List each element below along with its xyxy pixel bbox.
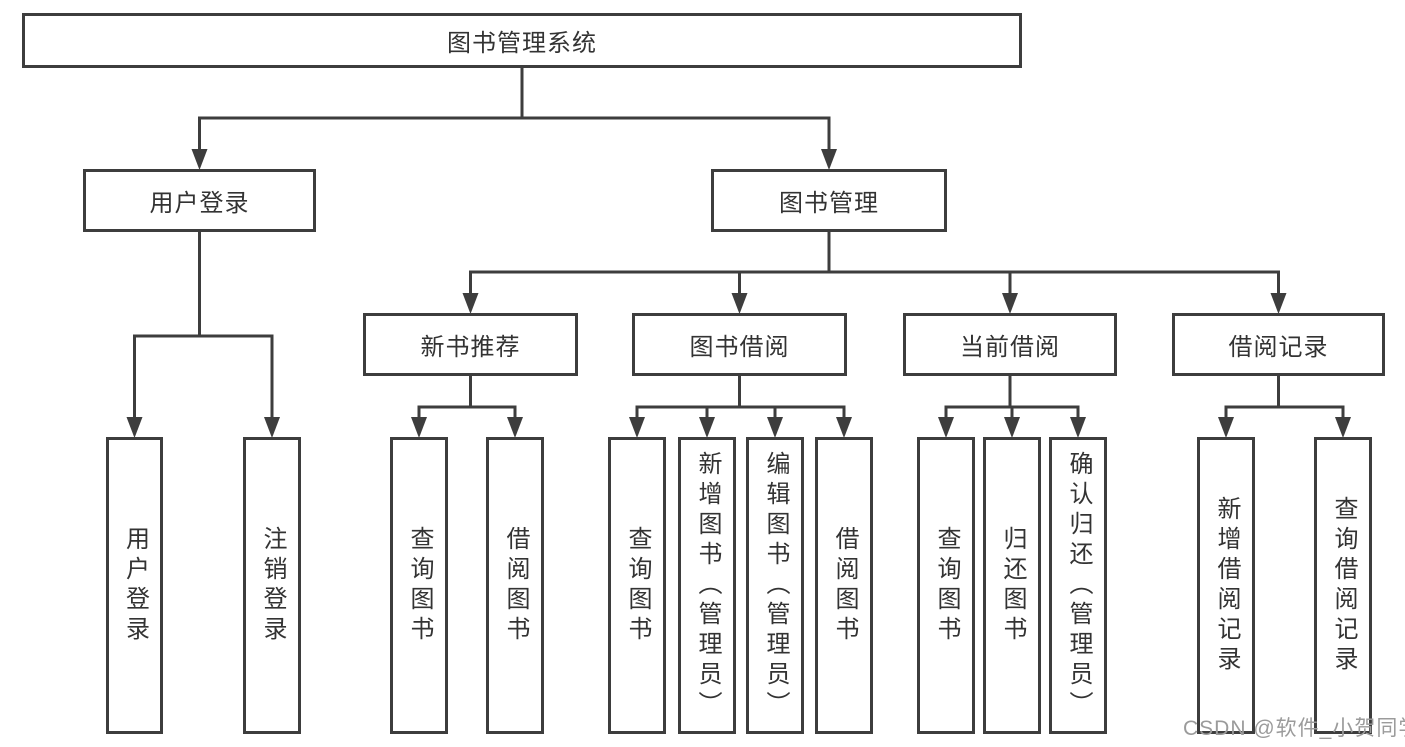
node-label: 用户登录 — [149, 190, 250, 217]
arrowhead-borrow-records — [1270, 293, 1287, 314]
node-label: 图书借阅 — [689, 334, 790, 361]
arrowhead-edit-books-admin — [767, 417, 783, 438]
node-label: 新增图书（管理员） — [694, 450, 721, 721]
diagram-node-logout-leaf: 注销登录 — [243, 437, 301, 734]
diagram-node-book-mgmt: 图书管理 — [711, 169, 947, 232]
node-label: 新书推荐 — [420, 334, 521, 361]
diagram-node-query-books-borrow: 查询图书 — [608, 437, 666, 734]
diagram-node-current-borrow: 当前借阅 — [903, 313, 1117, 376]
connector-borrow-records — [1224, 376, 1345, 421]
connector-new-book-rec — [417, 376, 517, 421]
diagram-node-borrow-records: 借阅记录 — [1172, 313, 1385, 376]
diagram-node-edit-books-admin: 编辑图书（管理员） — [746, 437, 804, 734]
connector-user-login — [133, 232, 274, 421]
diagram-node-confirm-return-admin: 确认归还（管理员） — [1049, 437, 1107, 734]
node-label: 查询借阅记录 — [1330, 495, 1357, 676]
arrowhead-user-login-leaf — [126, 417, 143, 438]
node-label: 归还图书 — [999, 525, 1026, 646]
diagram-node-user-login-leaf: 用户登录 — [106, 437, 163, 734]
node-label: 图书管理系统 — [447, 30, 597, 57]
node-label: 图书管理 — [779, 190, 879, 217]
node-label: 用户登录 — [121, 525, 149, 646]
arrowhead-query-books-current — [938, 417, 954, 438]
arrowhead-book-mgmt — [821, 149, 837, 170]
diagram-node-root: 图书管理系统 — [22, 13, 1022, 68]
connector-book-mgmt — [469, 232, 1280, 297]
diagram-node-borrow-books-borrow: 借阅图书 — [815, 437, 873, 734]
diagram-node-query-books-rec: 查询图书 — [390, 437, 448, 734]
arrowhead-current-borrow — [1002, 293, 1018, 314]
arrowhead-borrow-books-borrow — [836, 417, 852, 438]
arrowhead-add-borrow-record — [1218, 417, 1234, 438]
arrowhead-confirm-return-admin — [1070, 417, 1086, 438]
node-label: 借阅图书 — [831, 525, 858, 646]
arrowhead-query-books-borrow — [629, 417, 645, 438]
node-label: 查询图书 — [624, 525, 651, 646]
connector-root — [198, 68, 831, 153]
diagram-node-add-borrow-record: 新增借阅记录 — [1197, 437, 1255, 734]
diagram-node-borrow-books-rec: 借阅图书 — [486, 437, 544, 734]
diagram-node-query-borrow-record: 查询借阅记录 — [1314, 437, 1372, 734]
arrowhead-query-borrow-record — [1335, 417, 1351, 438]
arrowhead-new-book-rec — [462, 293, 479, 314]
arrowhead-return-books — [1004, 417, 1020, 438]
node-label: 当前借阅 — [960, 334, 1060, 361]
diagram-node-add-books-admin: 新增图书（管理员） — [678, 437, 736, 734]
node-label: 新增借阅记录 — [1213, 495, 1240, 676]
diagram-node-return-books: 归还图书 — [983, 437, 1041, 734]
arrowhead-logout-leaf — [264, 417, 280, 438]
diagram-node-query-books-current: 查询图书 — [917, 437, 975, 734]
arrowhead-borrow-books-rec — [507, 417, 523, 438]
arrowhead-add-books-admin — [699, 417, 715, 438]
node-label: 借阅记录 — [1228, 334, 1329, 361]
node-label: 查询图书 — [933, 525, 960, 646]
diagram-node-book-borrow: 图书借阅 — [632, 313, 847, 376]
node-label: 注销登录 — [259, 525, 286, 646]
arrowhead-query-books-rec — [411, 417, 427, 438]
connector-current-borrow — [944, 376, 1080, 421]
arrowhead-user-login — [191, 149, 208, 170]
node-label: 编辑图书（管理员） — [762, 450, 789, 721]
diagram-node-new-book-rec: 新书推荐 — [363, 313, 578, 376]
arrowhead-book-borrow — [731, 293, 748, 314]
watermark: CSDN @软件_小贺同学 — [1183, 717, 1405, 740]
node-label: 查询图书 — [406, 525, 433, 646]
node-label: 确认归还（管理员） — [1065, 450, 1092, 721]
diagram-node-user-login: 用户登录 — [83, 169, 316, 232]
connector-book-borrow — [635, 376, 846, 421]
node-label: 借阅图书 — [502, 525, 529, 646]
